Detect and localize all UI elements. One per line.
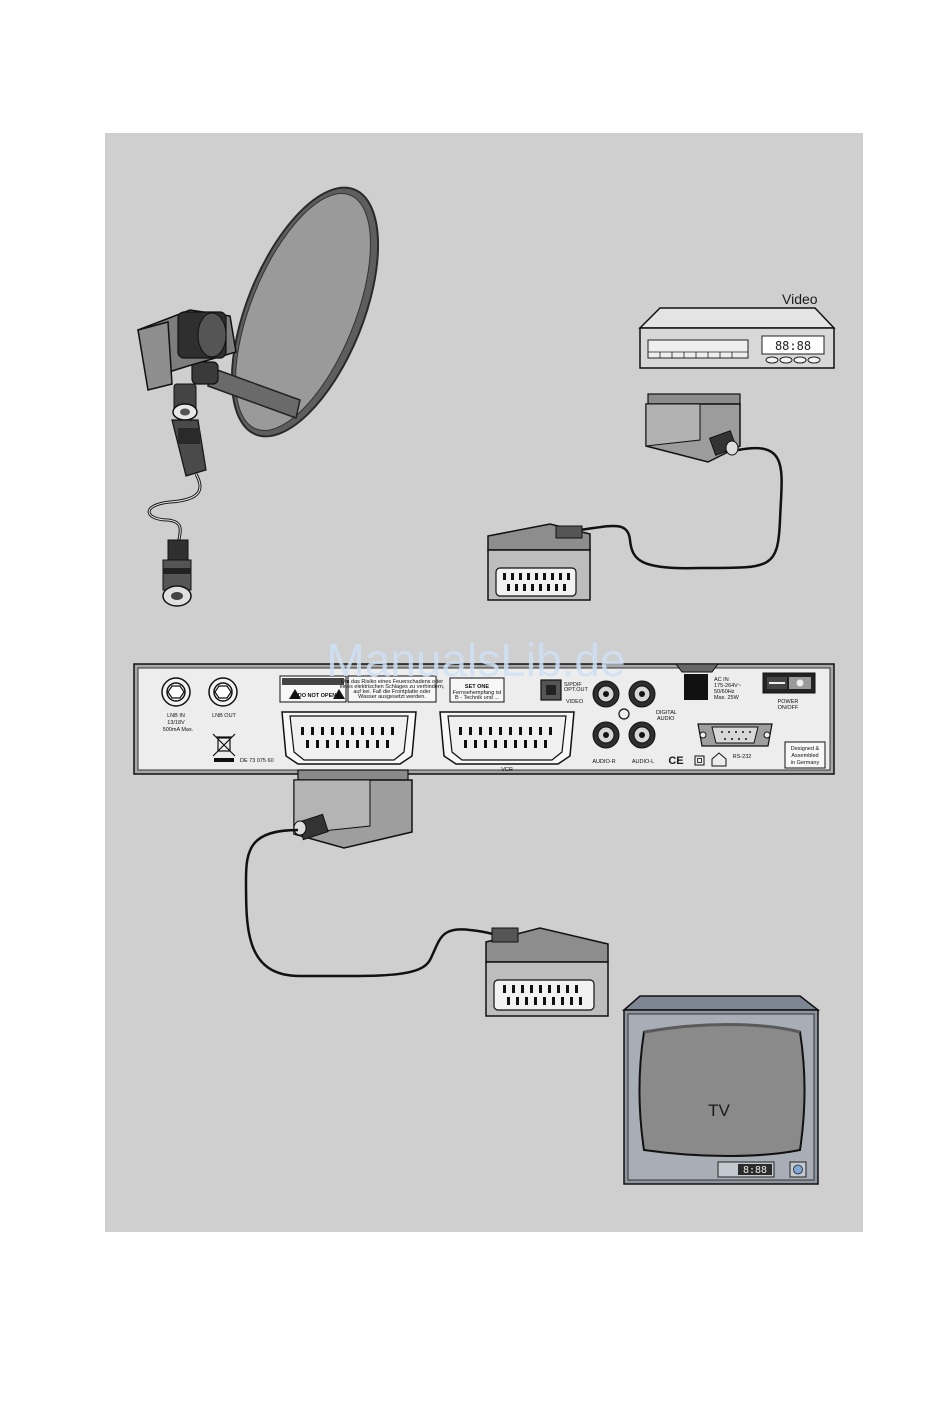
ac-in-label: AC IN	[714, 677, 729, 683]
warning-text-label: Um das Risiko eines Feuerschadens oder e…	[340, 675, 445, 703]
rs232-label: RS-232	[733, 754, 752, 760]
tv-screen	[638, 1023, 806, 1157]
indoor-use-icon	[711, 752, 727, 767]
ground-screw	[618, 708, 630, 720]
scart-cable-vcr	[579, 446, 783, 570]
spdif-optical-port	[540, 679, 562, 701]
ac-spec1: 175-264V~	[714, 683, 741, 689]
lnb-in-spec2: 500mA Max.	[163, 727, 194, 733]
brand-label: SET ONE Fernsehempfang ist B - Technik u…	[449, 677, 505, 703]
rs232-port	[697, 723, 773, 747]
warning-line1: Um das Risiko eines Feuerschadens oder	[341, 679, 443, 685]
video-recorder: Video 88:88	[638, 291, 836, 369]
brand-name: SET ONE	[465, 684, 489, 690]
spdif-sub: OPT.OUT	[564, 687, 588, 693]
brand-sub1: Fernsehempfang ist	[453, 690, 502, 696]
weee-bin-icon	[212, 733, 236, 762]
lnb-out-label: LNB OUT	[212, 713, 236, 719]
receiver-rear-panel: LNB IN 13/18V 500mA Max. LNB OUT DE 73 0…	[133, 663, 835, 775]
ac-spec2: 50/60Hz	[714, 689, 735, 695]
power-sub: ON/OFF	[778, 705, 799, 711]
designed-line1: Designed &	[791, 746, 820, 752]
lnb-in-label: LNB IN	[167, 713, 185, 719]
scart-plug-vcr-side	[645, 393, 741, 463]
audio-label: AUDIO	[657, 716, 675, 722]
watermark: ManualsLib.de	[326, 634, 625, 686]
lnb-in-spec1: 13/18V	[167, 720, 185, 726]
vcr-scart-socket	[439, 711, 575, 765]
audio-l-rca-jack	[628, 721, 656, 749]
tv-scart-socket	[281, 711, 417, 765]
tv-display: 8:88	[743, 1165, 767, 1176]
scart-plug-vcr-front	[487, 523, 591, 601]
digital-audio-rca-jack	[628, 680, 656, 708]
caution-title: DO NOT OPEN	[298, 693, 337, 699]
audio-r-label: AUDIO-R	[592, 759, 615, 765]
video-rca-jack	[592, 680, 620, 708]
video-label: Video	[782, 291, 818, 307]
designed-line3: in Germany	[791, 760, 820, 766]
spdif-label: S/PDIF	[564, 682, 582, 688]
satellite-dish	[137, 186, 380, 477]
television: TV 8:88	[622, 995, 821, 1185]
designed-in-germany-label: Designed & Assembled in Germany	[784, 741, 826, 769]
warning-line4: Wasser ausgesetzt werden.	[358, 694, 426, 700]
digital-label: DIGITAL	[656, 710, 677, 716]
f-connector-plug	[162, 539, 192, 607]
double-insulation-icon	[694, 755, 705, 766]
tv-power-button-icon	[793, 1164, 803, 1175]
caution-label: DO NOT OPEN	[279, 675, 347, 703]
video-display: 88:88	[775, 339, 811, 353]
scart-cable-tv	[244, 828, 511, 978]
designed-line2: Assembled	[791, 753, 818, 759]
scart-plug-tv-side	[293, 769, 413, 849]
audio-l-label: AUDIO-L	[632, 759, 654, 765]
lnb-out-port	[208, 677, 238, 707]
audio-r-rca-jack	[592, 721, 620, 749]
power-label: POWER	[778, 699, 799, 705]
weee-number: DE 73 075 60	[240, 758, 274, 764]
vcr-label: VCR	[501, 767, 513, 773]
ac-spec3: Max. 25W	[714, 695, 740, 701]
scart-plug-tv-front	[485, 927, 609, 1017]
ce-mark: CE	[668, 755, 683, 767]
power-switch	[762, 672, 816, 694]
lnb-in-port	[161, 677, 191, 707]
tv-label: TV	[708, 1101, 730, 1120]
ac-in-socket	[684, 674, 708, 700]
warning-line2: eines elektrischen Schlages zu verhinder…	[340, 684, 445, 690]
warning-line3: auf kei. Fall die Frontplatte oder	[353, 689, 431, 695]
video-port-label: VIDEO	[566, 699, 584, 705]
brand-sub2: B - Technik und ...	[455, 695, 499, 701]
